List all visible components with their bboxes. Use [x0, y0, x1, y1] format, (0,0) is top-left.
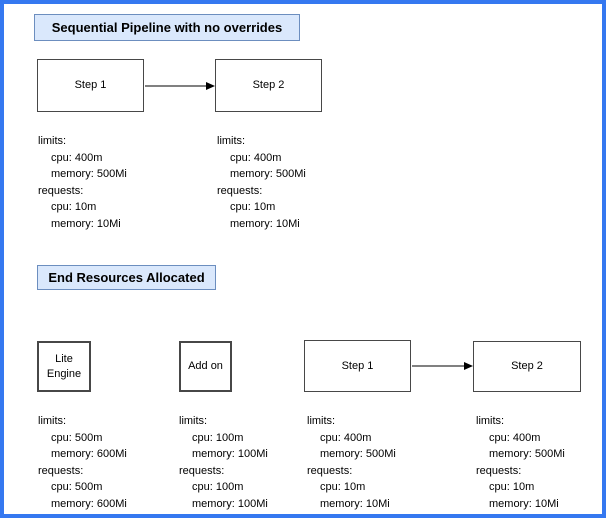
resource-line: memory: 100Mi	[192, 497, 268, 510]
arrowhead-icon	[206, 81, 215, 90]
arrow-shaft	[145, 85, 207, 86]
section-title-sequential-pipeline: Sequential Pipeline with no overrides	[34, 14, 300, 41]
resource-block-step2: limits: cpu: 400m memory: 500Mi requests…	[217, 133, 347, 232]
resource-line: cpu: 10m	[51, 201, 97, 213]
arrow-step1-to-step2-end	[412, 357, 473, 374]
resource-line: cpu: 400m	[320, 431, 372, 444]
resource-line: limits:	[476, 415, 505, 427]
resource-block-step1-end: limits: cpu: 400m memory: 500Mi requests…	[307, 413, 437, 512]
resource-line: cpu: 100m	[192, 431, 244, 444]
resource-line: cpu: 500m	[51, 431, 103, 444]
node-lite-engine: Lite Engine	[37, 341, 91, 392]
node-step-2: Step 2	[215, 59, 322, 112]
resource-block-add-on: limits: cpu: 100m memory: 100Mi requests…	[179, 413, 309, 512]
section-title-text: End Resources Allocated	[48, 270, 205, 285]
node-step-1-end: Step 1	[304, 340, 411, 392]
resource-line: memory: 500Mi	[320, 448, 396, 460]
resource-line: limits:	[307, 415, 336, 427]
node-label: Step 1	[74, 79, 107, 91]
resource-block-lite-engine: limits: cpu: 500m memory: 600Mi requests…	[38, 413, 168, 512]
resource-line: memory: 10Mi	[489, 497, 559, 510]
resource-line: memory: 500Mi	[230, 168, 306, 180]
node-label: Step 2	[511, 360, 543, 372]
resource-block-step1: limits: cpu: 400m memory: 500Mi requests…	[38, 133, 168, 232]
node-label: Lite Engine	[46, 352, 82, 380]
resource-line: requests:	[179, 464, 225, 477]
resource-line: cpu: 10m	[489, 481, 535, 493]
arrowhead-icon	[464, 361, 473, 370]
resource-line: memory: 500Mi	[489, 448, 565, 460]
node-step-1: Step 1	[37, 59, 144, 112]
resource-line: cpu: 10m	[320, 481, 366, 493]
section-title-end-resources: End Resources Allocated	[37, 265, 216, 290]
node-label: Step 1	[341, 359, 374, 372]
resource-line: limits:	[38, 135, 67, 147]
arrow-step1-to-step2	[145, 77, 215, 94]
resource-line: memory: 600Mi	[51, 448, 127, 460]
resource-line: cpu: 400m	[489, 431, 541, 444]
node-label: Step 2	[252, 79, 285, 91]
resource-line: requests:	[217, 184, 263, 197]
resource-line: cpu: 500m	[51, 481, 103, 493]
resource-line: cpu: 100m	[192, 481, 244, 493]
resource-line: limits:	[179, 415, 208, 427]
resource-line: cpu: 10m	[230, 201, 276, 213]
resource-line: requests:	[476, 464, 522, 477]
resource-block-step2-end: limits: cpu: 400m memory: 500Mi requests…	[476, 413, 602, 512]
resource-line: memory: 10Mi	[320, 497, 390, 510]
resource-line: cpu: 400m	[230, 151, 282, 164]
node-step-2-end: Step 2	[473, 341, 581, 392]
resource-line: cpu: 400m	[51, 151, 103, 164]
resource-line: requests:	[38, 184, 84, 197]
resource-line: memory: 10Mi	[230, 217, 300, 230]
node-add-on: Add on	[179, 341, 232, 392]
arrow-shaft	[412, 365, 465, 366]
resource-line: limits:	[38, 415, 67, 427]
resource-line: memory: 600Mi	[51, 497, 127, 510]
resource-line: requests:	[38, 464, 84, 477]
resource-line: memory: 500Mi	[51, 168, 127, 180]
resource-line: memory: 10Mi	[51, 217, 121, 230]
resource-line: requests:	[307, 464, 353, 477]
resource-line: memory: 100Mi	[192, 448, 268, 460]
section-title-text: Sequential Pipeline with no overrides	[51, 20, 283, 35]
node-label: Add on	[188, 360, 223, 372]
resource-line: limits:	[217, 135, 246, 147]
